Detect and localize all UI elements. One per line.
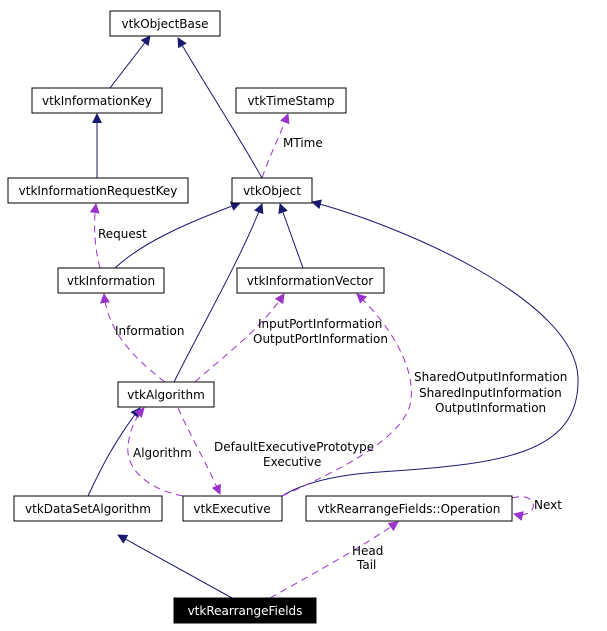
label-algorithm: Algorithm xyxy=(133,446,192,460)
edge-informationvector-object xyxy=(278,203,304,269)
node-vtkinformationrequestkey[interactable]: vtkInformationRequestKey xyxy=(7,177,189,204)
label-shared-input-information: SharedInputInformation xyxy=(419,386,562,400)
inheritance-edges xyxy=(87,35,579,599)
usage-edges xyxy=(89,113,534,599)
node-label: vtkObject xyxy=(243,184,301,198)
label-input-port-information: InputPortInformation xyxy=(258,317,382,331)
node-vtkrearrangefields[interactable]: vtkRearrangeFields xyxy=(173,597,317,624)
label-head: Head xyxy=(352,544,383,558)
node-label: vtkRearrangeFields xyxy=(188,604,303,618)
node-label: vtkAlgorithm xyxy=(127,388,205,402)
edge-object-objectbase xyxy=(177,37,263,179)
node-label: vtkTimeStamp xyxy=(247,94,334,108)
edge-labels: MTime Request Information InputPortInfor… xyxy=(98,136,567,572)
node-label: vtkInformationVector xyxy=(247,274,374,288)
edge-rearrangefields-operation xyxy=(269,521,399,599)
edge-operation-self xyxy=(511,496,534,521)
edge-object-timestamp xyxy=(261,113,290,179)
edge-information-requestkey xyxy=(89,203,101,269)
node-vtktimestamp[interactable]: vtkTimeStamp xyxy=(235,87,347,114)
edge-executive-algorithm xyxy=(127,407,184,497)
node-vtkinformationvector[interactable]: vtkInformationVector xyxy=(236,267,385,294)
label-mtime: MTime xyxy=(283,136,323,150)
edge-information-object xyxy=(114,201,241,269)
label-next: Next xyxy=(534,498,562,512)
edge-executive-informationvector xyxy=(281,293,412,497)
label-output-port-information: OutputPortInformation xyxy=(253,332,388,346)
edge-algorithm-executive xyxy=(177,407,221,495)
node-vtkrearrangefields-operation[interactable]: vtkRearrangeFields::Operation xyxy=(305,495,513,522)
edge-algorithm-informationvector xyxy=(194,293,285,383)
label-output-information: OutputInformation xyxy=(435,401,546,415)
node-label: vtkInformationRequestKey xyxy=(19,184,178,198)
edge-algorithm-object xyxy=(173,203,264,383)
node-vtkinformationkey[interactable]: vtkInformationKey xyxy=(31,87,163,114)
node-label: vtkInformationKey xyxy=(42,94,152,108)
label-default-executive-prototype: DefaultExecutivePrototype xyxy=(214,440,374,454)
node-vtkinformation[interactable]: vtkInformation xyxy=(57,267,165,294)
label-request: Request xyxy=(98,227,147,241)
label-information: Information xyxy=(115,324,184,338)
edge-algorithm-information xyxy=(100,293,166,383)
edge-informationkey-objectbase xyxy=(109,35,151,89)
edge-rearrangefields-datasetalgorithm xyxy=(117,534,233,599)
node-vtkobject[interactable]: vtkObject xyxy=(231,177,313,204)
label-tail: Tail xyxy=(356,558,376,572)
node-label: vtkExecutive xyxy=(193,502,270,516)
edge-datasetalgorithm-algorithm xyxy=(87,407,141,497)
node-vtkdatasetalgorithm[interactable]: vtkDataSetAlgorithm xyxy=(13,495,163,522)
node-vtkalgorithm[interactable]: vtkAlgorithm xyxy=(117,381,215,408)
node-label: vtkRearrangeFields::Operation xyxy=(318,502,501,516)
label-executive: Executive xyxy=(263,455,321,469)
node-label: vtkInformation xyxy=(67,274,155,288)
node-label: vtkDataSetAlgorithm xyxy=(25,502,151,516)
node-vtkobjectbase[interactable]: vtkObjectBase xyxy=(109,10,221,37)
node-label: vtkObjectBase xyxy=(121,17,208,31)
node-vtkexecutive[interactable]: vtkExecutive xyxy=(182,495,283,522)
edge-executive-object xyxy=(281,199,579,497)
label-shared-output-information: SharedOutputInformation xyxy=(414,370,567,384)
